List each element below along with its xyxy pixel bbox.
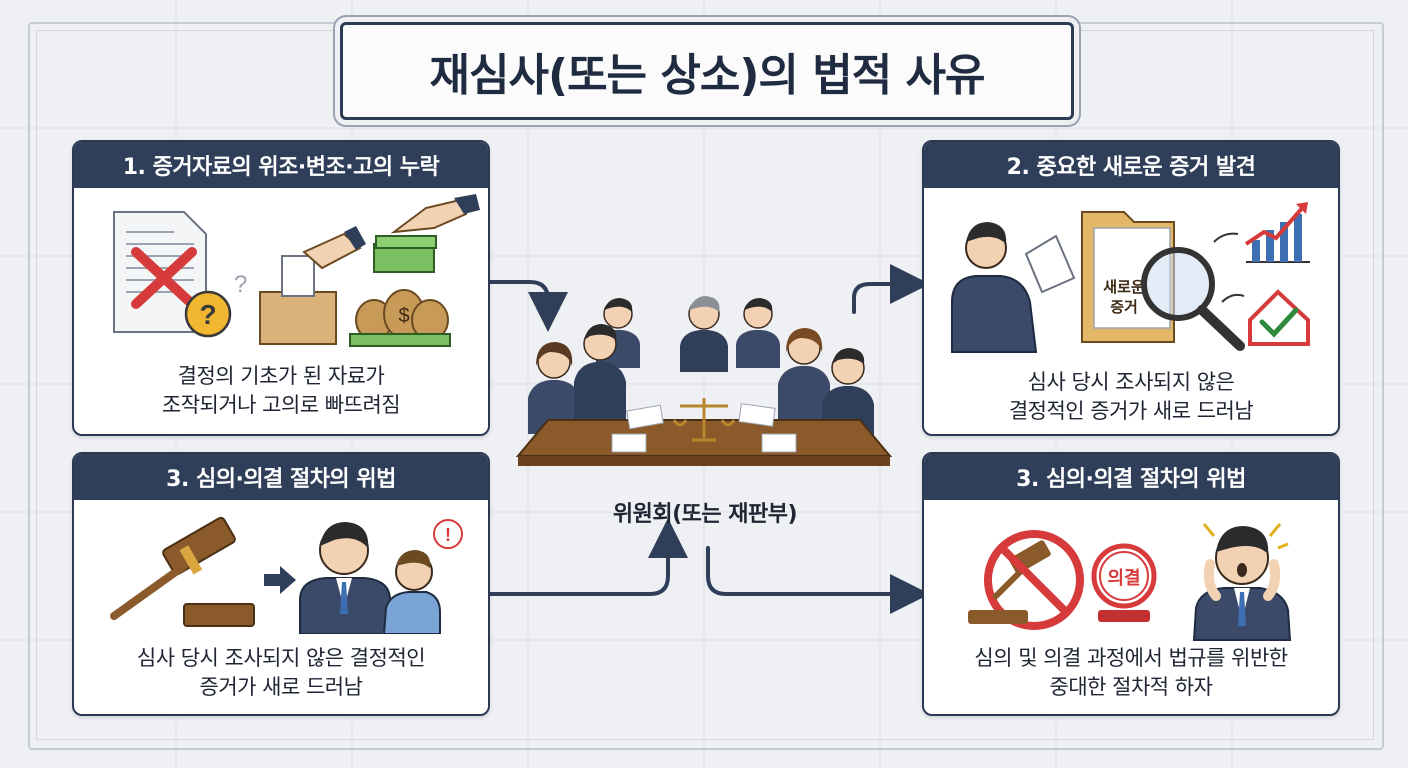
- title-banner: 재심사(또는 상소)의 법적 사유: [340, 22, 1074, 120]
- shocked-person-icon: [1192, 523, 1292, 641]
- chart-up-icon: [1213, 202, 1310, 263]
- arrow-center-to-card4: [706, 546, 930, 614]
- magnifier-icon: [1141, 247, 1245, 351]
- card-description: 심사 당시 조사되지 않은 결정적인 증거가 새로 드러남: [1008, 370, 1254, 423]
- card-description: 심사 당시 조사되지 않은 결정적인 증거가 새로 드러남: [136, 646, 426, 699]
- stamp-icon: 의결: [1091, 543, 1157, 622]
- card-new-evidence: 2. 중요한 새로운 증거 발견 새로운 증거: [922, 140, 1340, 436]
- table: [515, 398, 893, 466]
- card-description: 심의 및 의결 과정에서 법규를 위반한 중대한 절차적 하자: [974, 646, 1288, 699]
- arrow-card1-to-center: [486, 280, 568, 332]
- committee-illustration: [515, 296, 893, 466]
- red-x-icon: [131, 247, 197, 309]
- arrow-center-to-card2: [852, 264, 930, 314]
- card-heading: 1. 증거자료의 위조·변조·고의 누락: [74, 142, 488, 188]
- card-heading: 3. 심의·의결 절차의 위법: [924, 454, 1338, 500]
- folder-label-1: 새로운: [1103, 278, 1145, 296]
- svg-text:!: !: [445, 525, 451, 545]
- scales-icon: [672, 398, 736, 442]
- gavel-procedure-illustration: !: [110, 516, 463, 634]
- question-icon: ?: [184, 290, 232, 338]
- new-evidence-illustration: 새로운 증거: [951, 202, 1310, 353]
- card-procedure-left: 3. 심의·의결 절차의 위법 ! 심사 당시 조사되지 않은 결정적인 증거가…: [72, 452, 490, 716]
- arrow-card3-to-center: [486, 518, 688, 596]
- money-icon: $: [349, 194, 480, 347]
- house-check-icon: [1221, 289, 1310, 346]
- right-arrow-icon: [264, 566, 296, 594]
- official-icon: [299, 522, 391, 634]
- gavel-icon: [110, 516, 255, 627]
- front-row-people: [528, 324, 874, 440]
- svg-text:$: $: [398, 305, 409, 327]
- svg-text:?: ?: [199, 299, 216, 330]
- stamp-label: 의결: [1107, 568, 1140, 589]
- procedure-violation-illustration: 의결: [968, 523, 1292, 641]
- folder-label-2: 증거: [1110, 298, 1138, 316]
- svg-text:?: ?: [234, 271, 247, 298]
- page-title: 재심사(또는 상소)의 법적 사유: [429, 50, 986, 101]
- card-procedure-right: 3. 심의·의결 절차의 위법 의결 심의 및 의결 과정에서 법규를 위반한: [922, 452, 1340, 716]
- worried-person-icon: !: [382, 519, 463, 634]
- forgery-illustration: ? ? $: [113, 194, 480, 347]
- committee-label: 위원회(또는 재판부): [612, 502, 798, 527]
- back-row-people: [596, 296, 780, 372]
- card-heading: 3. 심의·의결 절차의 위법: [74, 454, 488, 500]
- prohibited-gavel-icon: [968, 530, 1084, 630]
- card-forgery: 1. 증거자료의 위조·변조·고의 누락 ? ? $ 결정의 기초가 된 자료가: [72, 140, 490, 436]
- person-icon: [951, 222, 1076, 353]
- ballot-box-icon: [259, 226, 366, 345]
- card-heading: 2. 중요한 새로운 증거 발견: [924, 142, 1338, 188]
- card-description: 결정의 기초가 된 자료가 조작되거나 고의로 빠뜨려짐: [161, 364, 401, 417]
